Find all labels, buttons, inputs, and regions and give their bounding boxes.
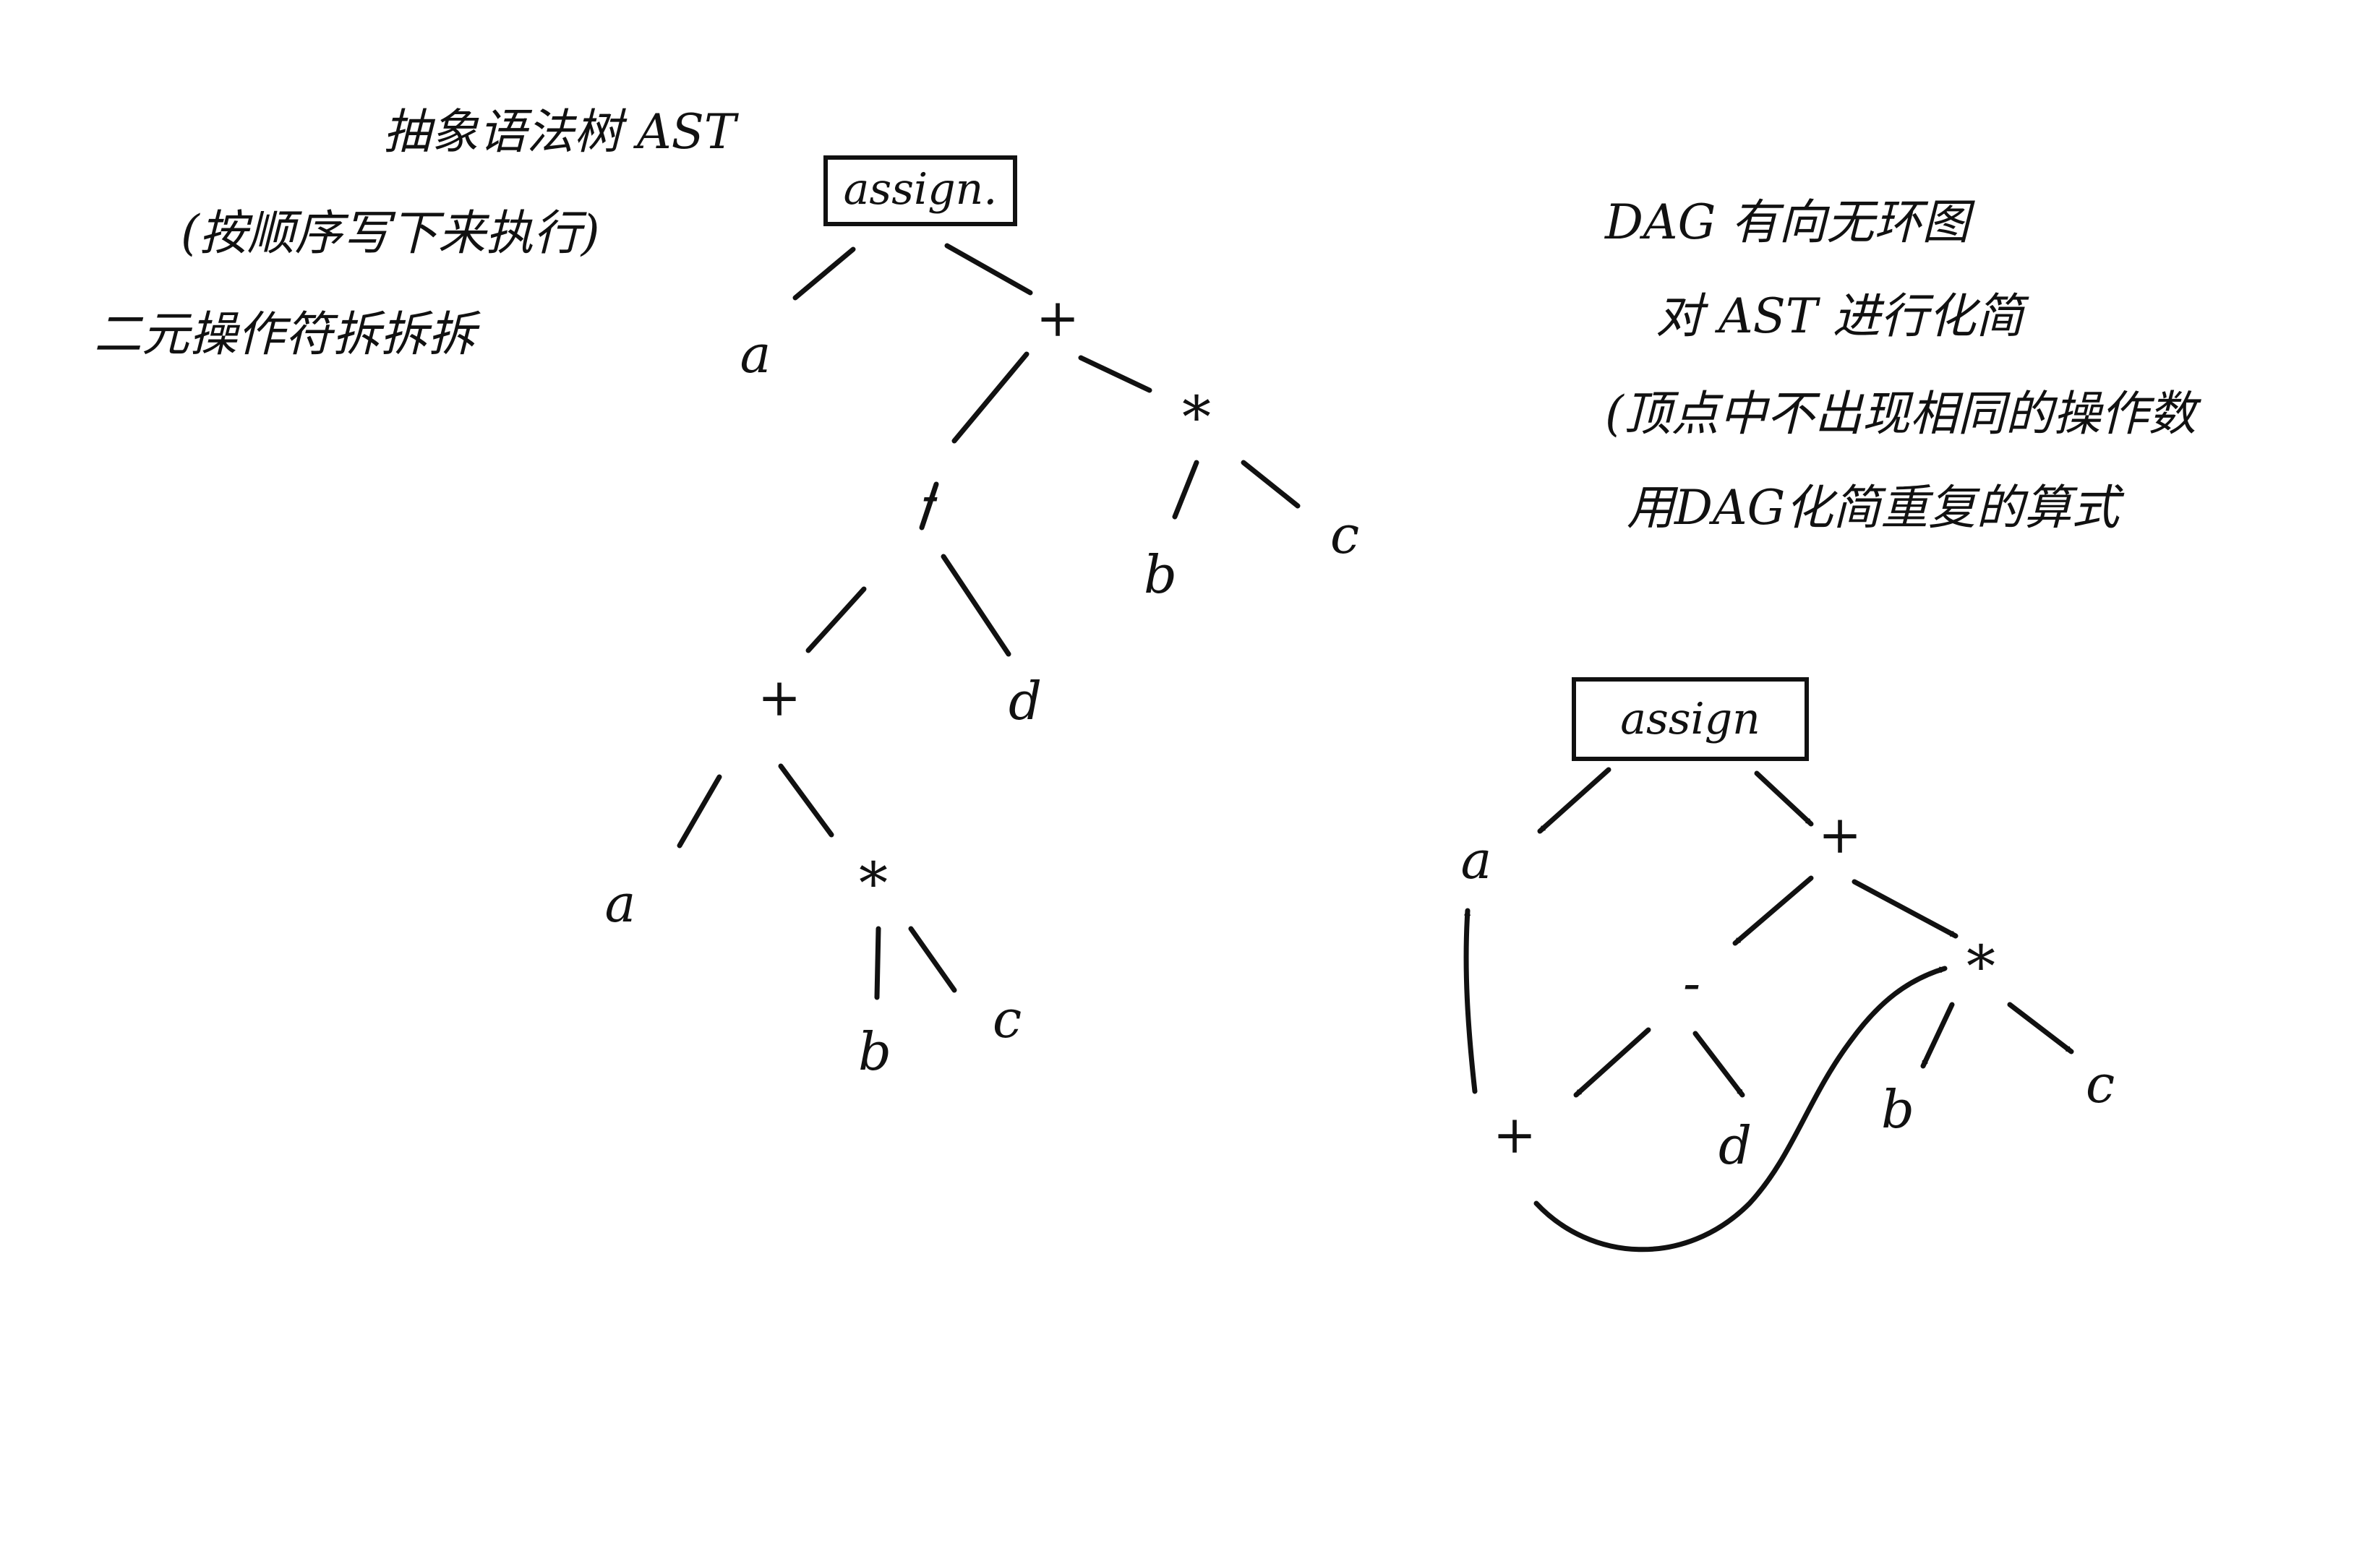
dag-edge — [1463, 908, 1478, 1094]
dag-simplify-note: 对 AST 进行化简 — [1656, 288, 2024, 344]
ast-edge — [778, 763, 834, 838]
ast-edge — [874, 926, 881, 1000]
ast-edge — [944, 243, 1033, 296]
dag-edge — [2007, 1002, 2074, 1054]
ast-node-times: * — [859, 850, 888, 917]
ast-tree: assign. a + * b c - + d a * b c — [605, 155, 1359, 1082]
dag-graph: assign a + - * + d b c — [1461, 677, 2115, 1253]
ast-root-box — [823, 155, 1017, 226]
dag-edge — [1852, 879, 1959, 939]
dag-root-box — [1572, 677, 1809, 761]
dag-edge — [1732, 875, 1814, 946]
dag-edge — [1533, 966, 1948, 1253]
dag-edge — [1754, 770, 1814, 827]
ast-edge — [1172, 460, 1199, 520]
ast-node-plus: + — [1036, 288, 1079, 348]
dag-edge — [1537, 767, 1611, 834]
dag-reuse-note: 用DAG化简重复的算式 — [1627, 480, 2120, 536]
dag-node-d: d — [1718, 1115, 1752, 1176]
dag-vertex-note: (顶点中不出现相同的操作数 — [1605, 386, 2196, 442]
ast-title-note: 抽象语法树 AST — [383, 104, 736, 160]
ast-edge — [677, 774, 722, 848]
dag-node-plus: + — [1818, 804, 1862, 865]
ast-node-a: a — [605, 873, 636, 934]
dag-node-assign: assign — [1620, 694, 1760, 744]
ast-edge — [919, 481, 939, 530]
ast-node-a: a — [740, 324, 771, 384]
ast-edge — [941, 554, 1011, 657]
ast-edge — [908, 926, 957, 993]
ast-node-b: b — [858, 1021, 891, 1082]
dag-edge — [1920, 1002, 1955, 1069]
ast-edge — [1241, 460, 1301, 509]
ast-node-b: b — [1144, 544, 1177, 605]
dag-node-times: * — [1966, 933, 1995, 1000]
ast-node-minus: - — [922, 465, 939, 525]
ast-node-assign: assign. — [844, 164, 998, 215]
dag-node-plus: + — [1493, 1104, 1536, 1165]
ast-binary-note: 二元操作符拆拆拆 — [94, 306, 476, 362]
ast-node-d: d — [1009, 671, 1042, 731]
ast-edge — [1078, 355, 1152, 393]
ast-edge — [805, 586, 867, 653]
dag-title-note: DAG 有向无环图 — [1605, 194, 1970, 250]
dag-node-a: a — [1461, 830, 1492, 890]
ast-order-note: (按顺序写下来执行) — [181, 205, 600, 261]
dag-edge — [1573, 1027, 1651, 1098]
ast-node-plus: + — [758, 667, 801, 728]
ast-node-c: c — [993, 989, 1022, 1049]
dag-node-b: b — [1881, 1079, 1914, 1140]
ast-edge — [792, 246, 856, 301]
dag-node-minus: - — [1683, 953, 1700, 1013]
ast-node-c: c — [1330, 504, 1359, 565]
dag-node-c: c — [2086, 1054, 2115, 1114]
ast-edge — [951, 351, 1030, 444]
ast-node-times: * — [1182, 384, 1211, 451]
dag-edge — [1692, 1031, 1745, 1098]
